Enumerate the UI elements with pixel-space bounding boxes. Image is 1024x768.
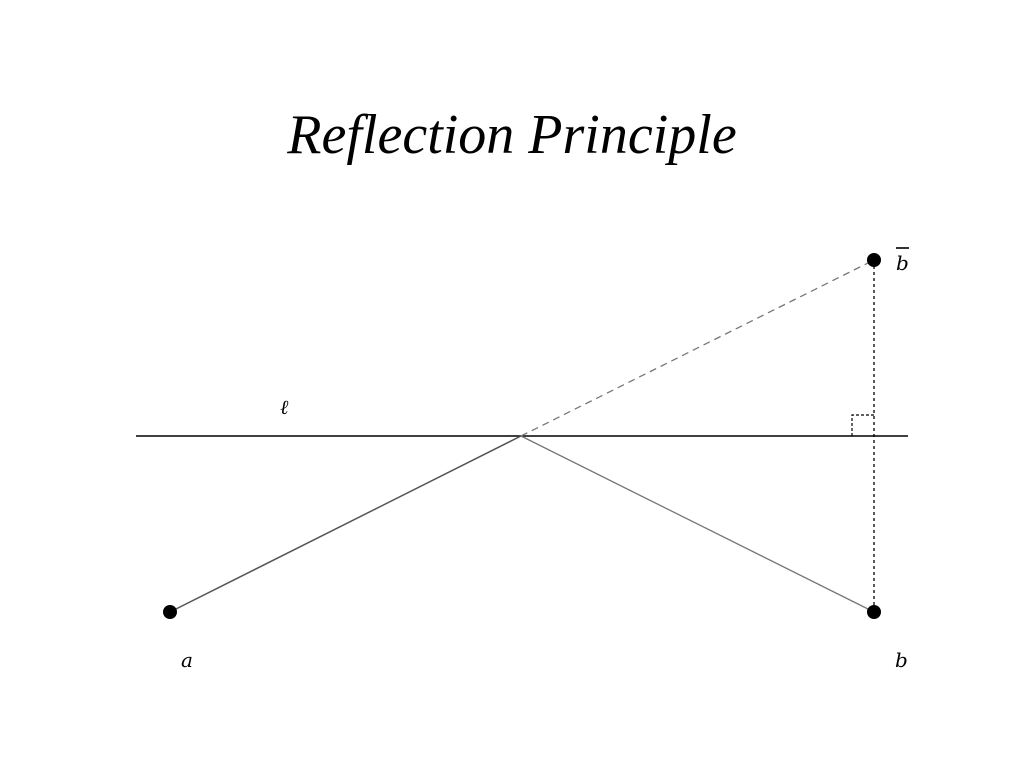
label-point-a: a — [181, 648, 193, 672]
point-b — [867, 605, 881, 619]
label-point-b: b — [895, 648, 908, 672]
label-point-b-reflected: b — [896, 251, 909, 275]
path-segment-a-to-line — [169, 435, 522, 613]
right-angle-marker — [851, 414, 874, 436]
point-b-reflected — [867, 253, 881, 267]
reflected-path-segment — [520, 259, 875, 437]
label-line-l: ℓ — [280, 395, 289, 419]
point-a — [163, 605, 177, 619]
slide-title: Reflection Principle — [287, 104, 737, 166]
path-segment-line-to-b — [520, 435, 875, 613]
